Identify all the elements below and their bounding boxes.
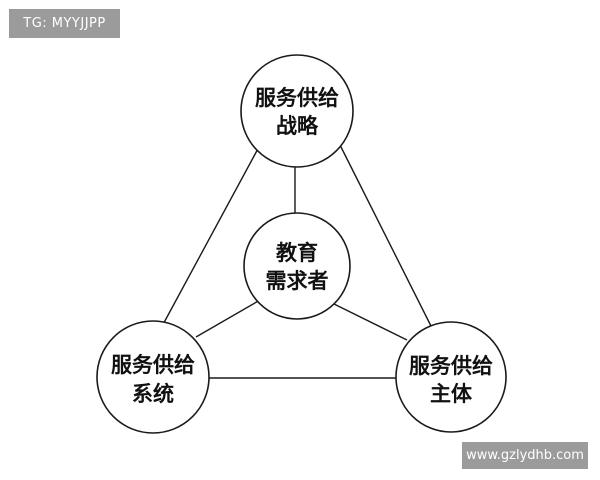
node-service-supply-strategy: 服务供给 战略 xyxy=(240,54,354,168)
node-center-line2: 需求者 xyxy=(266,269,329,293)
node-education-demander: 教育 需求者 xyxy=(243,212,351,320)
node-center-line1: 教育 xyxy=(276,241,318,265)
node-top-line2: 战略 xyxy=(276,114,319,138)
node-left-line1: 服务供给 xyxy=(111,353,195,377)
edge-right-center xyxy=(331,302,408,341)
node-top-line1: 服务供给 xyxy=(255,86,339,110)
edge-left-center xyxy=(195,299,261,338)
node-service-supply-system: 服务供给 系统 xyxy=(96,320,210,434)
node-service-supply-subject: 服务供给 主体 xyxy=(395,321,507,433)
watermark-bottom: www.gzlydhb.com xyxy=(462,442,588,469)
edge-top-right xyxy=(339,144,434,331)
node-right-line1: 服务供给 xyxy=(409,354,493,378)
edge-top-left xyxy=(159,144,261,331)
watermark-top: TG: MYYJJPP xyxy=(9,9,120,38)
node-right-line2: 主体 xyxy=(430,382,473,406)
node-left-line2: 系统 xyxy=(132,382,174,406)
